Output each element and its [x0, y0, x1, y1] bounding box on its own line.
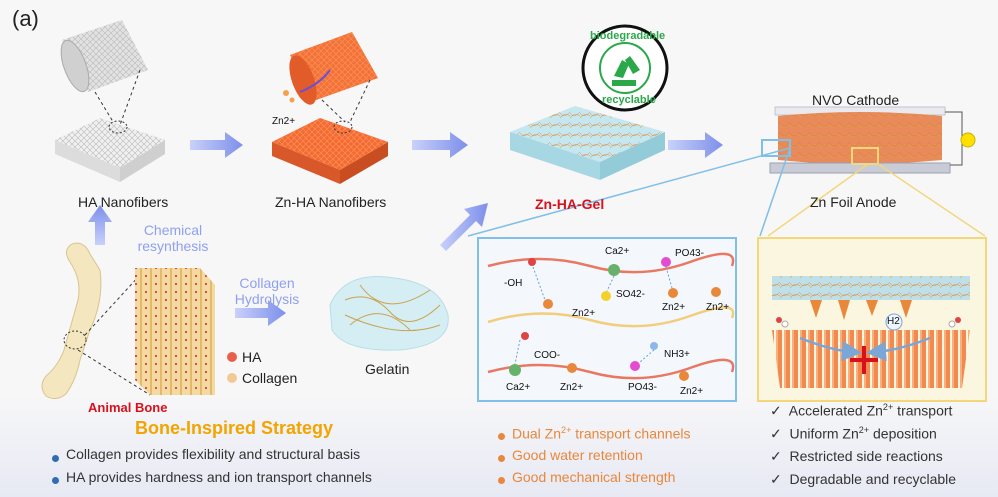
ca-label: Ca2+: [506, 382, 531, 393]
gelatin-label: Gelatin: [365, 361, 410, 377]
legend-ha-swatch: [227, 352, 237, 362]
legend-ha-label: HA: [242, 349, 262, 365]
zn-ha-gel-slab: [510, 106, 665, 180]
collagen-hydrolysis-label: Collagen Hydrolysis: [234, 275, 300, 307]
nh3-label: NH3+: [664, 349, 690, 360]
arrow-gelatin-to-gel: [440, 203, 488, 251]
arrow-znha-to-gel: [412, 132, 468, 158]
chemical-resynthesis-label: Chemical resynthesis: [137, 222, 209, 254]
arrow-chemical-resynthesis: [88, 205, 112, 245]
gelatin-blob: [329, 276, 449, 351]
arrow-collagen-hydrolysis: [235, 300, 286, 326]
ca-label: Ca2+: [605, 246, 630, 257]
right-bullet-3: ✓ Restricted side reactions: [770, 448, 943, 464]
middle-bullet-3: Good mechanical strength: [512, 469, 676, 485]
strategy-title: Bone-Inspired Strategy: [135, 418, 334, 438]
bullet-dot: [498, 455, 505, 462]
bullet-dot: [52, 455, 59, 462]
ion-transport-mechanism-panel: [477, 237, 737, 402]
po4-label: PO43-: [675, 248, 704, 259]
zn2-marker-label: Zn2+: [272, 116, 296, 127]
left-bullet-2: HA provides hardness and ion transport c…: [66, 469, 372, 485]
po4-label: PO43-: [628, 382, 657, 393]
right-bullet-4: ✓ Degradable and recyclable: [770, 471, 957, 487]
zoom-line-yellow: [767, 163, 869, 237]
legend-collagen-label: Collagen: [242, 370, 298, 386]
nvo-cathode-label: NVO Cathode: [812, 92, 900, 108]
right-bullet-1: ✓ Accelerated Zn2+ transport: [770, 402, 953, 419]
zn-label: Zn2+: [572, 308, 596, 319]
legend-collagen-swatch: [227, 373, 237, 383]
battery-cell: [769, 106, 976, 174]
zn-label: Zn2+: [680, 386, 704, 397]
h2-label: H2: [887, 316, 900, 327]
zoom-line-blue: [759, 147, 791, 237]
zn-foil-anode-label: Zn Foil Anode: [810, 194, 897, 210]
oh-label: -OH: [504, 278, 523, 289]
zn-anode-deposition-panel: [757, 237, 987, 402]
zn-ha-nanofiber-roll: [283, 32, 378, 105]
zn-ha-nanofiber-mat: [272, 118, 388, 184]
animal-bone: [41, 242, 102, 400]
bullet-dot: [498, 477, 505, 484]
bone-lamellae: [135, 268, 215, 395]
left-bullet-1: Collagen provides flexibility and struct…: [66, 446, 361, 462]
ha-nanofiber-roll: [60, 20, 148, 93]
arrow-gel-to-battery: [668, 132, 723, 158]
zn-label: Zn2+: [662, 302, 686, 313]
so4-label: SO42-: [616, 289, 645, 300]
arrow-ha-to-znha: [190, 132, 243, 158]
animal-bone-label: Animal Bone: [88, 400, 168, 415]
panel-label: (a): [12, 6, 39, 31]
middle-bullet-1: Dual Zn2+ transport channels: [512, 425, 691, 442]
badge-text-bottom: recyclable: [602, 94, 656, 106]
bullet-dot: [52, 477, 59, 484]
right-bullet-2: ✓ Uniform Zn2+ deposition: [770, 425, 937, 442]
badge-text-top: biodegradable: [590, 30, 666, 42]
middle-bullet-2: Good water retention: [512, 447, 643, 463]
bullet-dot: [498, 433, 505, 440]
ha-nanofiber-mat: [55, 118, 165, 182]
biodegradable-recyclable-badge: [581, 24, 669, 112]
coo-label: COO-: [534, 350, 561, 361]
zn-label: Zn2+: [706, 302, 730, 313]
ha-nanofibers-label: HA Nanofibers: [78, 194, 169, 210]
zn-ha-nanofibers-label: Zn-HA Nanofibers: [275, 194, 387, 210]
zn-label: Zn2+: [560, 382, 584, 393]
zn-ha-gel-label: Zn-HA-Gel: [535, 196, 605, 212]
